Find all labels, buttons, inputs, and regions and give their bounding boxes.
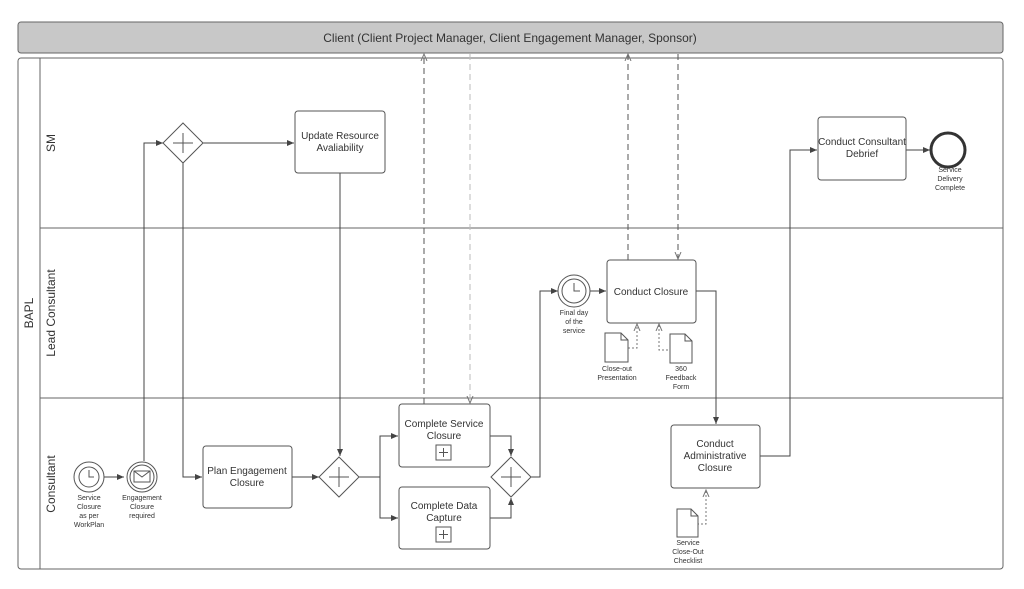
flow-service-to-join [490, 435, 514, 456]
assoc-presentation [628, 324, 637, 349]
message-event[interactable] [126, 461, 158, 493]
lane-sm-label: SM [44, 134, 58, 152]
task-conduct-closure-label: Conduct Closure [614, 287, 689, 298]
flow-admin-to-debrief [760, 147, 817, 457]
task-admin-closure[interactable] [670, 424, 761, 489]
bapl-pool-title: BAPL [22, 297, 36, 328]
subprocess-expand-icon[interactable] [435, 526, 452, 543]
end-event[interactable] [929, 131, 967, 169]
assoc-checklist [697, 490, 706, 525]
task-plan-engagement[interactable] [202, 445, 293, 509]
data-associations [628, 324, 706, 525]
task-update-resource[interactable] [294, 110, 386, 174]
flow-data-to-join [490, 498, 514, 519]
flow-gateway-to-plan [182, 163, 202, 480]
flow-split-to-service [359, 433, 398, 478]
flow-message-to-gateway [143, 140, 163, 461]
sequence-flows [104, 140, 930, 521]
flow-join-to-timer [531, 288, 558, 478]
intermediate-timer-event[interactable] [557, 274, 591, 308]
flow-closure-to-admin [696, 290, 719, 424]
flow-split-to-data [379, 477, 398, 521]
lane-consultant-label: Consultant [44, 455, 58, 513]
gateway-join[interactable] [490, 456, 532, 498]
lane-lead-label: Lead Consultant [44, 269, 58, 357]
client-pool[interactable] [17, 21, 1004, 54]
task-consultant-debrief[interactable] [817, 116, 907, 181]
gateway-sm[interactable] [162, 122, 204, 164]
document-icon[interactable] [669, 333, 693, 364]
task-complete-service[interactable] [398, 403, 491, 468]
assoc-feedback [659, 324, 668, 351]
task-conduct-closure[interactable] [606, 259, 697, 324]
subprocess-expand-icon[interactable] [435, 444, 452, 461]
gateway-split[interactable] [318, 456, 360, 498]
message-flows [424, 54, 678, 404]
document-icon[interactable] [604, 332, 629, 363]
start-timer-event[interactable] [73, 461, 105, 493]
task-complete-data[interactable] [398, 486, 491, 550]
client-pool-title: Client (Client Project Manager, Client E… [323, 31, 697, 45]
document-icon[interactable] [676, 508, 699, 538]
